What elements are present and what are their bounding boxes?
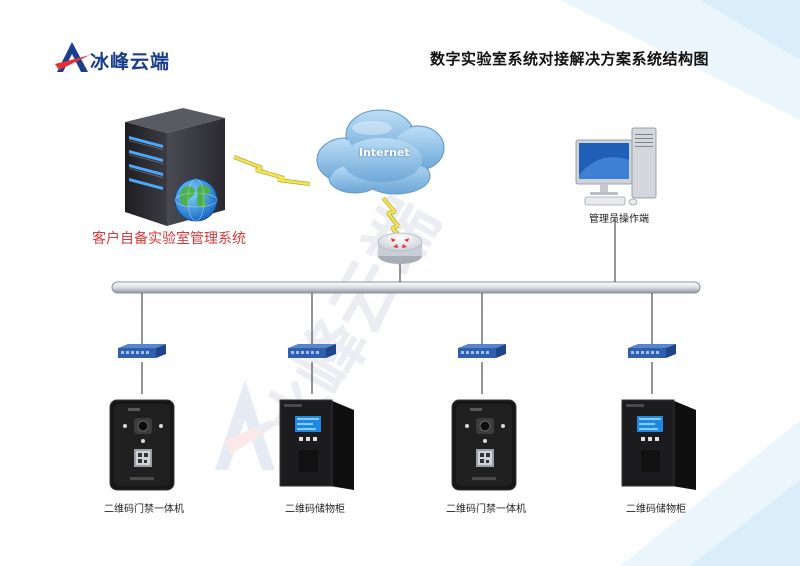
router-icon: [377, 232, 423, 264]
device-label: 二维码储物柜: [285, 504, 345, 515]
device-label: 二维码门禁一体机: [446, 504, 526, 515]
wireless-link-icon: [233, 155, 311, 186]
page-title: 数字实验室系统对接解决方案系统结构图: [430, 50, 710, 68]
brand-name: 冰峰云端: [90, 51, 171, 73]
server-system-label: 客户自备实验室管理系统: [92, 231, 246, 247]
desktop-computer-icon: [575, 127, 657, 206]
connection-lines: [141, 218, 653, 394]
admin-terminal-label: 管理员操作端: [589, 214, 649, 225]
globe-icon: [174, 178, 218, 222]
brand-logo-icon: [55, 42, 90, 72]
access-control-terminal-icon: [451, 399, 517, 491]
device-label: 二维码储物柜: [626, 504, 686, 515]
network-switch-icon: [288, 344, 336, 358]
network-switch-icon: [118, 344, 166, 358]
device-label: 二维码门禁一体机: [104, 504, 184, 515]
access-control-terminal-icon: [109, 399, 175, 491]
internet-cloud-icon: [316, 109, 445, 195]
network-backbone: [111, 281, 701, 294]
network-switch-icon: [628, 344, 676, 358]
wireless-link-icon: [381, 196, 405, 242]
internet-label: Internet: [359, 146, 410, 159]
network-switch-icon: [458, 344, 506, 358]
storage-cabinet-icon: [279, 399, 354, 490]
storage-cabinet-icon: [621, 399, 696, 490]
background-decoration: [560, 0, 800, 566]
